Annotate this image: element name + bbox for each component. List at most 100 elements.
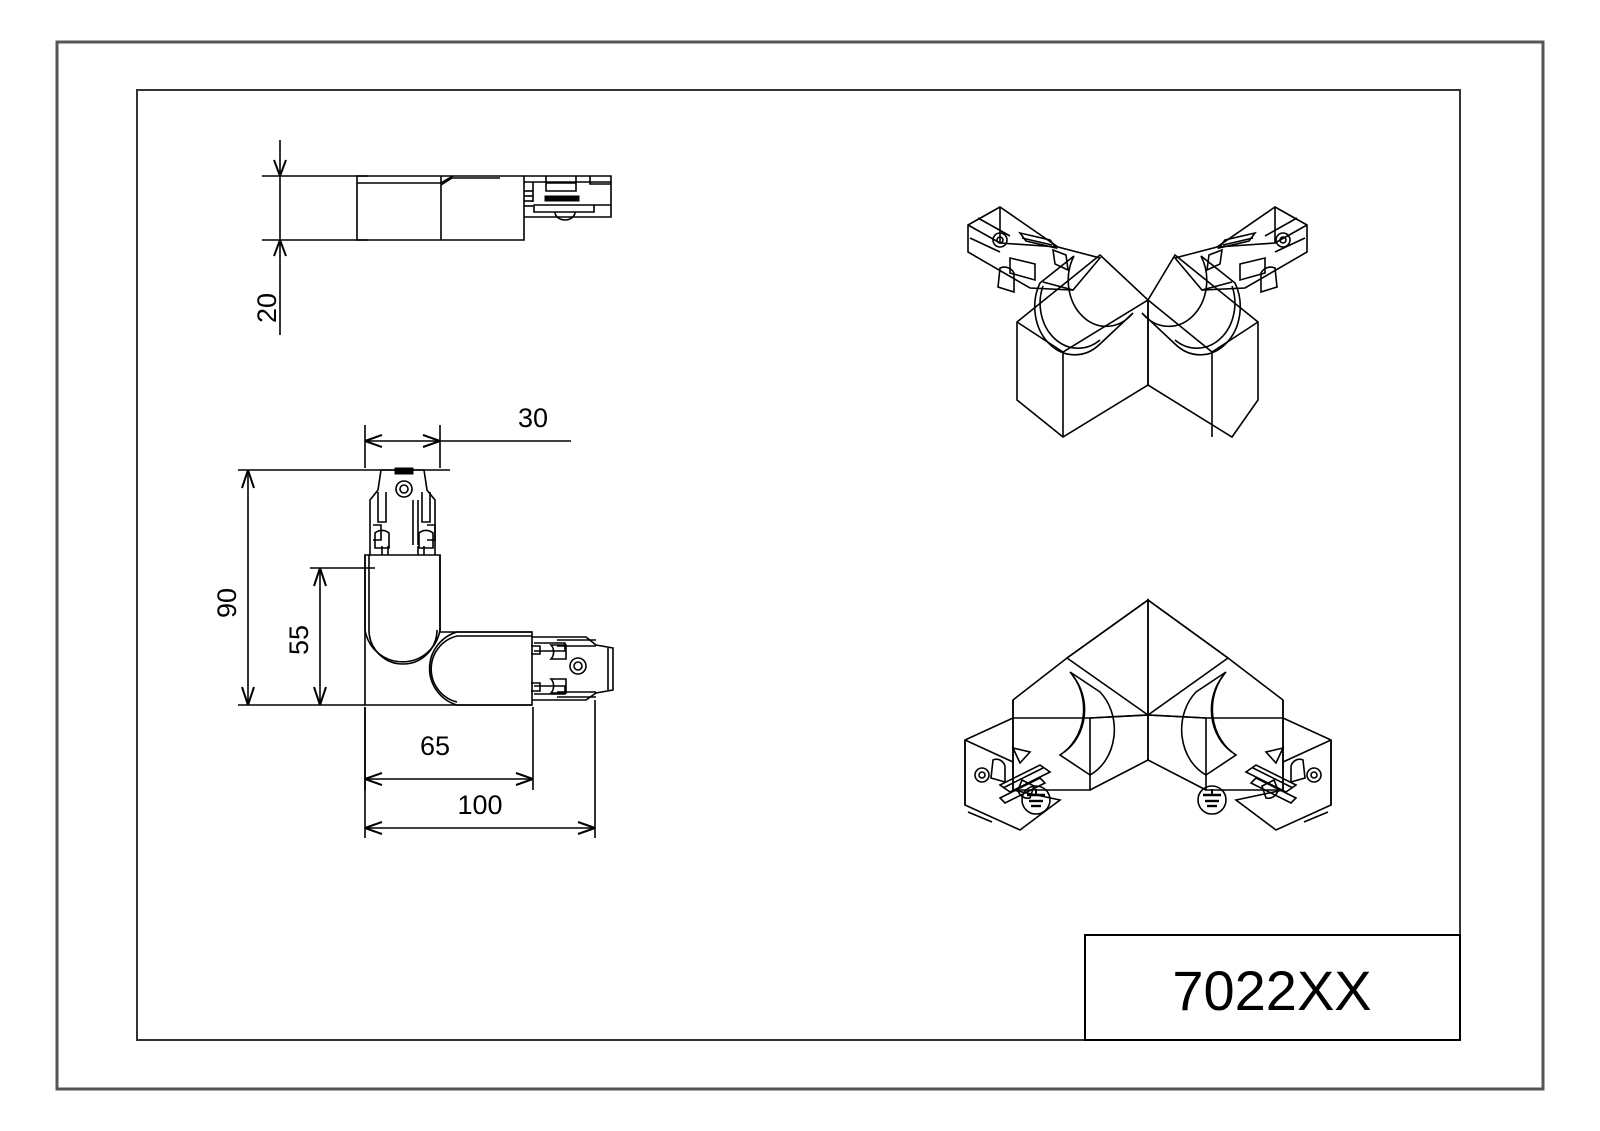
dimension-label-90: 90 (212, 588, 242, 618)
iso-top-right-connector (1173, 206, 1308, 291)
title-block: 7022XX (1084, 934, 1461, 1041)
inner-border (136, 89, 1461, 1041)
iso-top-left-line3 (1042, 281, 1074, 291)
dimension-label-100: 100 (457, 790, 502, 820)
iso-top-left-screw-outer (992, 232, 1008, 248)
dim20-arrow-bottom (273, 239, 287, 257)
iso-top-right-clip (1260, 266, 1278, 294)
dimension-label-30: 30 (518, 403, 548, 433)
iso-bot-right-rail-line (1252, 767, 1294, 789)
iso-top-left-connector (967, 206, 1102, 291)
iso-bot-right-rail2 (1249, 777, 1298, 804)
isometric-view-bottom (964, 598, 1332, 831)
iso-top-right-slot1-line (1222, 237, 1254, 246)
dim55-arrow-bottom (313, 686, 327, 706)
title-block-box (1084, 934, 1461, 1041)
top-view-dark-bar (544, 195, 580, 202)
iso-top-right-screw-inner (1279, 236, 1287, 244)
front-view-top-clip-right (418, 529, 434, 549)
iso-bot-right-screw-inner (1310, 771, 1318, 779)
dimension-width-100 (364, 700, 596, 838)
front-view-right-clip-upper (549, 644, 567, 660)
iso-bot-right-cylinder-inner (1210, 675, 1233, 753)
iso-bot-left-rail (998, 764, 1052, 793)
iso-bot-left-tri (1011, 746, 1032, 765)
title-block-part-number: 7022XX (1172, 959, 1371, 1022)
top-view-right-notch (589, 176, 611, 185)
front-view-right-hline1 (557, 639, 596, 647)
dim90-arrow-top (241, 469, 255, 489)
front-view (364, 467, 614, 706)
top-view-chamfer2 (440, 175, 454, 184)
iso-top-right-line3 (1201, 281, 1233, 291)
dim100-arrow-right (577, 821, 596, 835)
iso-bot-right-bottom-line (1303, 811, 1329, 823)
dim30-arrow-right (422, 434, 441, 448)
dimension-height-55 (310, 567, 375, 706)
top-view-body (356, 175, 525, 241)
iso-top-left-line1 (969, 237, 1001, 253)
dimension-label-20: 20 (252, 293, 282, 323)
dimension-label-55: 55 (284, 625, 314, 655)
front-view-top-screw-inner (399, 484, 409, 494)
front-view-top-right-slot (421, 492, 431, 523)
iso-bot-left-screw-inner (978, 771, 986, 779)
iso-bot-right-clip2 (1290, 758, 1306, 784)
earth-symbol-right-circle (1197, 785, 1227, 815)
iso-top-right-screw-outer (1275, 232, 1291, 248)
top-view-chamfer (440, 177, 500, 186)
outer-border (55, 40, 1545, 1091)
iso-bot-left-rail2 (998, 777, 1047, 804)
iso-bot-left-cylinder (1058, 671, 1116, 776)
dim55-arrow-top (313, 567, 327, 587)
top-view-lower-plate (533, 204, 595, 213)
iso-top-right-cylinder-inner (1174, 285, 1236, 350)
iso-top-left-clip (997, 266, 1015, 294)
front-view-right-tab-upper (531, 645, 541, 655)
iso-bot-left-cylinder-inner (1063, 675, 1086, 753)
iso-bot-right-conn-lines (1282, 739, 1332, 805)
iso-bot-right-tri (1264, 746, 1285, 765)
iso-top-left-line2 (977, 217, 1011, 237)
earth-ground-symbol-left (1021, 785, 1051, 815)
iso-top-right-cylinder (1141, 255, 1241, 356)
earth-symbol-left-circle (1021, 785, 1051, 815)
top-view (356, 175, 612, 241)
iso-top-right-slot2 (1206, 248, 1223, 272)
dimension-height-90 (238, 469, 450, 706)
front-view-right-screw-outer (569, 657, 587, 675)
front-view-right-clip-lower (549, 678, 567, 694)
front-view-top-clip-left (374, 529, 390, 549)
front-view-top-tab-right (427, 524, 436, 541)
dim65-arrow-right (515, 772, 534, 786)
front-view-right-slot-upper (534, 642, 566, 652)
front-view-right-tab-lower (531, 682, 541, 692)
front-view-top-dark-bar (394, 467, 414, 475)
front-view-arc-horizontal (428, 631, 532, 706)
isometric-view-top (967, 206, 1308, 439)
iso-top-left-screw-inner (996, 236, 1004, 244)
iso-bot-right-screw-outer (1306, 767, 1322, 783)
top-view-connector-outline (524, 175, 612, 218)
iso-bot-left-rail-line (1002, 767, 1044, 789)
iso-top-left-slot2 (1052, 248, 1069, 272)
iso-top-right-line1 (1274, 237, 1306, 253)
front-view-top-pin-right (417, 546, 425, 555)
iso-bot-right-clip1 (1261, 778, 1279, 800)
iso-bot-right-cylinder (1180, 671, 1238, 776)
earth-ground-symbol-right (1197, 785, 1227, 815)
front-view-right-connector-outline (532, 636, 614, 701)
dim100-arrow-left (364, 821, 383, 835)
front-view-right-slot-lower (534, 685, 566, 695)
iso-bot-right-inner (1147, 714, 1207, 791)
iso-top-left-slot1-line (1021, 237, 1053, 246)
dim90-arrow-bottom (241, 686, 255, 706)
iso-bot-left-screw-outer (974, 767, 990, 783)
dim20-arrow-top (273, 159, 287, 177)
dim65-arrow-left (364, 772, 383, 786)
front-view-top-pin-left (381, 546, 389, 555)
dimension-label-65: 65 (420, 731, 450, 761)
top-view-curve-detail (554, 211, 576, 221)
